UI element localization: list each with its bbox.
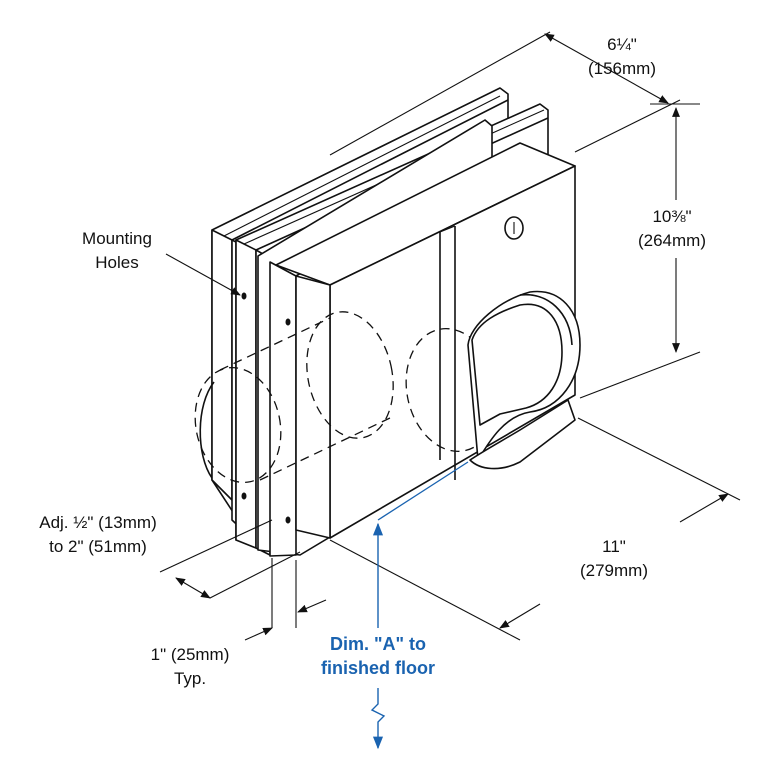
floor-dim-line2: finished floor (321, 658, 435, 678)
flange-line2: Typ. (174, 669, 206, 688)
towel-roll (467, 290, 581, 470)
width-dimension (329, 31, 681, 156)
height-mm-label: (264mm) (638, 231, 706, 250)
adjustment-dimension (159, 519, 301, 599)
depth-mm-label: (279mm) (580, 561, 648, 580)
main-cabinet (275, 142, 576, 539)
height-inches-label: 10⅜" (652, 207, 691, 226)
mounting-holes (241, 292, 291, 524)
flange-line1: 1" (25mm) (151, 645, 230, 664)
depth-dimension (329, 417, 741, 641)
depth-inches-label: 11" (602, 537, 626, 556)
mounting-holes-leader (165, 253, 241, 296)
width-inches-label: 6¼" (607, 35, 637, 54)
adjustment-line1: Adj. ½" (13mm) (39, 513, 157, 532)
left-roll-edge (199, 381, 215, 479)
flange-dimension (244, 558, 327, 641)
floor-dim-line1: Dim. "A" to (330, 634, 426, 654)
mounting-holes-line2: Holes (95, 253, 138, 272)
height-dimension (579, 103, 701, 399)
floor-dimension (370, 461, 469, 750)
width-mm-label: (156mm) (588, 59, 656, 78)
mounting-holes-line1: Mounting (82, 229, 152, 248)
keyhole-lock-icon (504, 216, 524, 240)
adjustment-line2: to 2" (51mm) (49, 537, 147, 556)
